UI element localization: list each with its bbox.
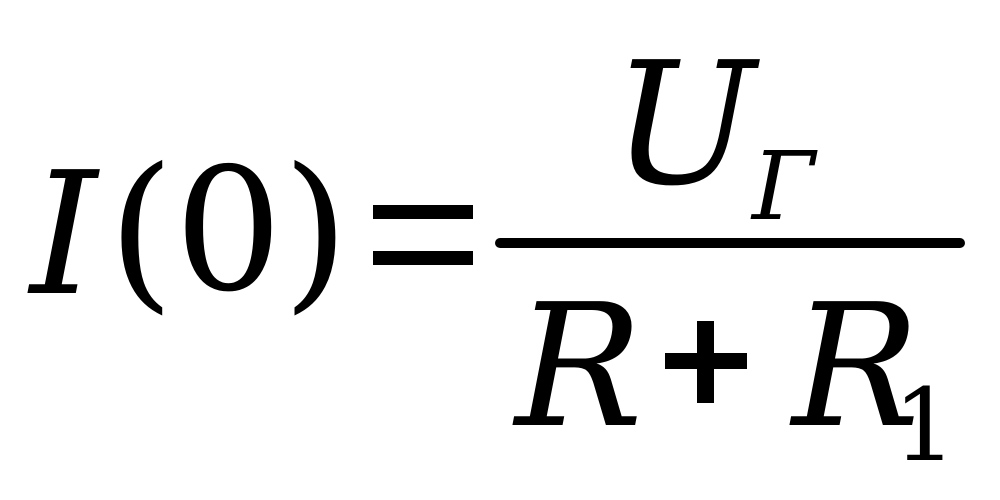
equals-bar-top [373,205,473,219]
lhs-variable-i: I [30,136,98,334]
numerator-subscript: Г [752,132,815,242]
lhs-argument: (0) [108,132,349,330]
equals-bar-bottom [373,251,473,265]
numerator-symbol-u: U [612,26,756,224]
denominator-term-r1: R [792,268,920,466]
denominator-term-r: R [515,268,643,466]
plus-bar-vertical [697,321,714,403]
denominator-subscript: 1 [893,367,957,484]
fraction-line [495,238,965,248]
